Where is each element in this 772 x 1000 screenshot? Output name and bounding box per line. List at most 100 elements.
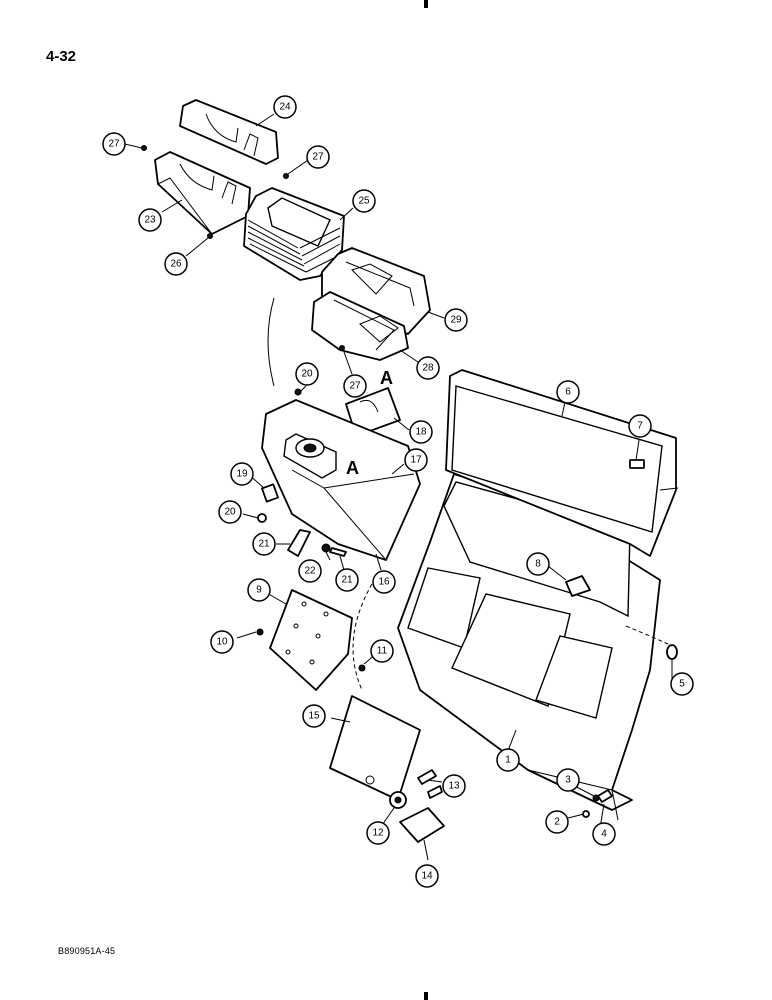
svg-text:22: 22 (304, 566, 316, 577)
svg-text:29: 29 (450, 315, 462, 326)
svg-text:19: 19 (236, 469, 248, 480)
part-23-washer (321, 543, 331, 553)
callout-27-left: 26 (164, 252, 188, 276)
part-9-panel (269, 589, 353, 691)
part-11-screw (358, 664, 366, 672)
svg-text:3: 3 (565, 775, 571, 786)
part-20-screw-upper (294, 388, 302, 396)
part-10-screw (256, 628, 264, 636)
svg-text:18: 18 (415, 427, 427, 438)
svg-text:9: 9 (256, 585, 262, 596)
callout-17: 17 (404, 448, 428, 472)
part-21-bracket (287, 529, 311, 557)
section-marker-a-upper: A (380, 368, 393, 388)
part-19-clip (261, 483, 279, 503)
svg-text:10: 10 (216, 637, 228, 648)
callout-21: 21 (252, 532, 276, 556)
callout-26: 25 (352, 189, 376, 213)
callout-9: 9 (247, 578, 271, 602)
part-17-column-housing (261, 399, 421, 561)
callout-8: 8 (526, 552, 550, 576)
callout-13: 13 (442, 774, 466, 798)
part-20-screw-lower (257, 513, 267, 523)
part-4-bolt (597, 789, 613, 803)
callout-27-top-right: 27 (306, 145, 330, 169)
callout-23: 22 (298, 559, 322, 583)
callout-2: 2 (545, 810, 569, 834)
callout-15: 15 (302, 704, 326, 728)
svg-text:17: 17 (410, 455, 422, 466)
callout-25: 24 (273, 95, 297, 119)
part-27-screw-top-left (141, 145, 147, 151)
callout-6: 6 (556, 380, 580, 404)
svg-text:2: 2 (554, 817, 560, 828)
svg-text:12: 12 (372, 828, 384, 839)
part-27-screw-top-right (283, 173, 289, 179)
svg-text:11: 11 (377, 646, 388, 657)
svg-text:26: 26 (170, 259, 182, 270)
part-14-latch (399, 807, 445, 843)
part-24-lower-bracket (154, 151, 251, 235)
part-27-screw-lower (339, 345, 345, 351)
callout-20-lower: 20 (218, 500, 242, 524)
part-28-housing-base (311, 291, 409, 361)
callout-7: 7 (628, 414, 652, 438)
svg-text:4: 4 (601, 829, 607, 840)
page-number: 4-32 (46, 48, 77, 65)
cable-strand (267, 297, 275, 387)
section-marker-a-lower: A (346, 458, 359, 478)
part-5-plug (666, 644, 678, 660)
svg-text:13: 13 (448, 781, 460, 792)
callout-3: 3 (556, 768, 580, 792)
svg-text:8: 8 (535, 559, 541, 570)
callout-22: 21 (335, 568, 359, 592)
routing-line-16 (352, 583, 373, 691)
callout-11: 11 (370, 639, 394, 663)
svg-text:16: 16 (378, 577, 390, 588)
callout-28: 28 (416, 356, 440, 380)
part-27-screw-left (207, 233, 213, 239)
callout-1: 1 (496, 748, 520, 772)
callout-4: 4 (592, 822, 616, 846)
callout-14: 14 (415, 864, 439, 888)
part-8-block (565, 575, 591, 597)
part-15-access-plate (329, 695, 421, 801)
svg-text:27: 27 (312, 152, 324, 163)
svg-text:23: 23 (144, 215, 156, 226)
svg-text:1: 1 (505, 755, 511, 766)
part-13-key (417, 769, 443, 799)
svg-text:27: 27 (108, 139, 120, 150)
svg-text:15: 15 (308, 711, 320, 722)
top-crop-mark (424, 0, 428, 8)
part-22-bolt (329, 547, 347, 557)
part-26-ribbed-cover (243, 187, 345, 281)
callout-5: 5 (670, 672, 694, 696)
part-12-lock-cylinder (389, 791, 407, 809)
svg-text:24: 24 (279, 102, 291, 113)
part-29-housing (321, 247, 431, 335)
svg-text:5: 5 (679, 679, 685, 690)
callout-27-top-left: 27 (102, 132, 126, 156)
svg-text:27: 27 (349, 381, 361, 392)
svg-text:21: 21 (341, 575, 353, 586)
svg-text:6: 6 (565, 387, 571, 398)
part-7-tab (629, 459, 645, 469)
svg-text:20: 20 (301, 369, 313, 380)
svg-text:25: 25 (358, 196, 370, 207)
callout-19: 19 (230, 462, 254, 486)
svg-text:28: 28 (422, 363, 434, 374)
callout-16: 16 (372, 570, 396, 594)
svg-text:7: 7 (637, 421, 643, 432)
bottom-crop-mark (424, 992, 428, 1000)
callout-24: 23 (138, 208, 162, 232)
document-id: B890951A-45 (58, 946, 116, 956)
callout-12: 12 (366, 821, 390, 845)
svg-text:21: 21 (258, 539, 270, 550)
callout-10: 10 (210, 630, 234, 654)
callout-27-lower: 27 (343, 374, 367, 398)
callout-18: 18 (409, 420, 433, 444)
svg-text:14: 14 (421, 871, 433, 882)
part-25-upper-bracket (179, 99, 279, 165)
routing-line-5 (625, 625, 673, 647)
